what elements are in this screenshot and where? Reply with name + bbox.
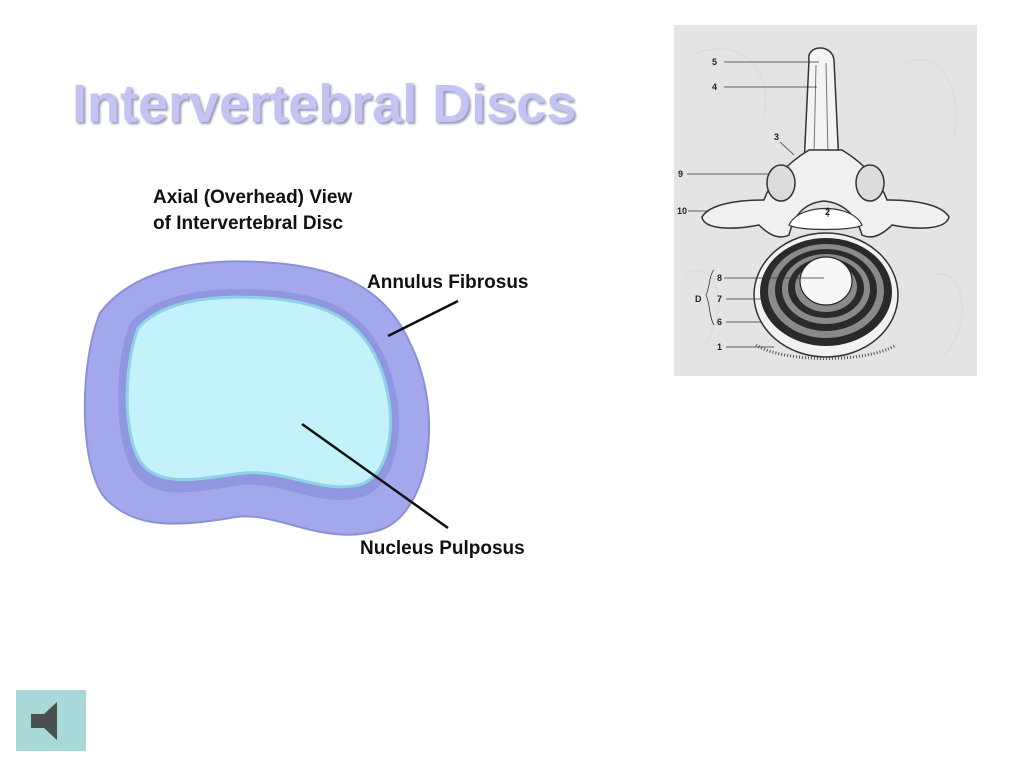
figure-label-5: 5 <box>712 57 717 67</box>
figure-label-3: 3 <box>774 132 779 142</box>
figure-label-9: 9 <box>678 169 683 179</box>
diagram-heading-line2: of Intervertebral Disc <box>153 213 343 234</box>
figure-label-6: 6 <box>717 317 722 327</box>
nucleus-region <box>799 256 853 306</box>
disc-axial-diagram: Axial (Overhead) View of Intervertebral … <box>80 178 560 568</box>
speaker-icon <box>31 702 57 740</box>
figure-label-10: 10 <box>677 206 687 216</box>
nucleus-pulposus-leader <box>301 422 449 530</box>
audio-button[interactable] <box>16 690 86 751</box>
figure-label-8: 8 <box>717 273 722 283</box>
vertebral-arch <box>701 149 950 238</box>
figure-label-7: 7 <box>717 294 722 304</box>
figure-label-2: 2 <box>825 207 830 217</box>
annulus-fibrosus-leader <box>387 299 459 338</box>
figure-label-4: 4 <box>712 82 717 92</box>
nucleus-pulposus-label: Nucleus Pulposus <box>360 538 525 559</box>
figure-label-D: D <box>695 294 702 304</box>
diagram-heading-line1: Axial (Overhead) View <box>153 187 352 208</box>
vertebra-figure: 5 4 3 9 10 2 8 D 7 6 1 <box>674 25 977 376</box>
figure-label-1: 1 <box>717 342 722 352</box>
slide-title: Intervertebral Discs <box>72 74 577 134</box>
spinal-canal <box>788 208 863 231</box>
annulus-fibrosus-label: Annulus Fibrosus <box>367 272 529 293</box>
